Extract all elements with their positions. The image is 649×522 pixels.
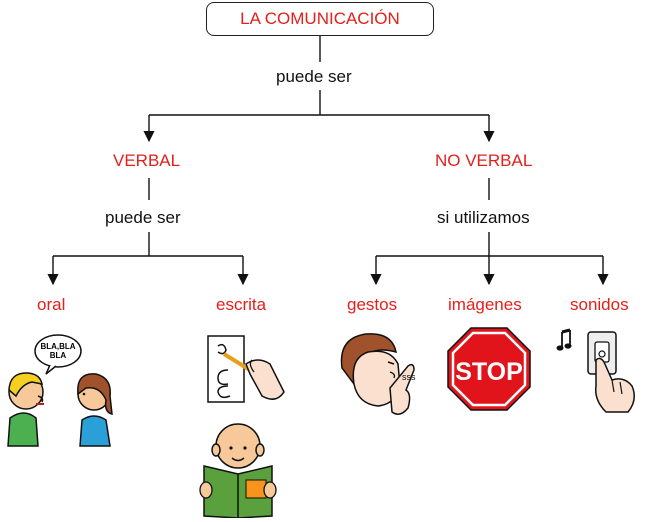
no-verbal-label: NO VERBAL (435, 151, 533, 170)
talking-people-icon: BLA,BLA BLA (7, 334, 113, 447)
doorbell-sound-icon (556, 328, 635, 413)
verbal-label: VERBAL (113, 151, 181, 170)
root-link-label: puede ser (276, 67, 352, 86)
whisper-text: sss (402, 372, 416, 382)
root-concept-label: LA COMUNICACIÓN (240, 9, 400, 28)
gestos-label: gestos (347, 295, 398, 314)
shush-gesture-icon: sss (340, 333, 416, 415)
reading-child-icon (199, 423, 277, 518)
verbal-link-label: puede ser (105, 208, 181, 227)
speech-bubble-line-2: BLA (50, 351, 67, 360)
escrita-label: escrita (216, 295, 267, 314)
stop-sign-icon: STOP (447, 327, 531, 411)
imagenes-label: imágenes (448, 295, 522, 314)
speech-bubble-line-1: BLA,BLA (40, 342, 75, 351)
music-note-icon (556, 328, 572, 351)
root-concept-box: LA COMUNICACIÓN (206, 2, 434, 36)
no-verbal-link-label: si utilizamos (437, 208, 530, 227)
writing-hand-icon (207, 335, 285, 403)
stop-sign-text: STOP (455, 358, 523, 386)
oral-label: oral (37, 295, 66, 314)
sonidos-label: sonidos (570, 295, 629, 314)
